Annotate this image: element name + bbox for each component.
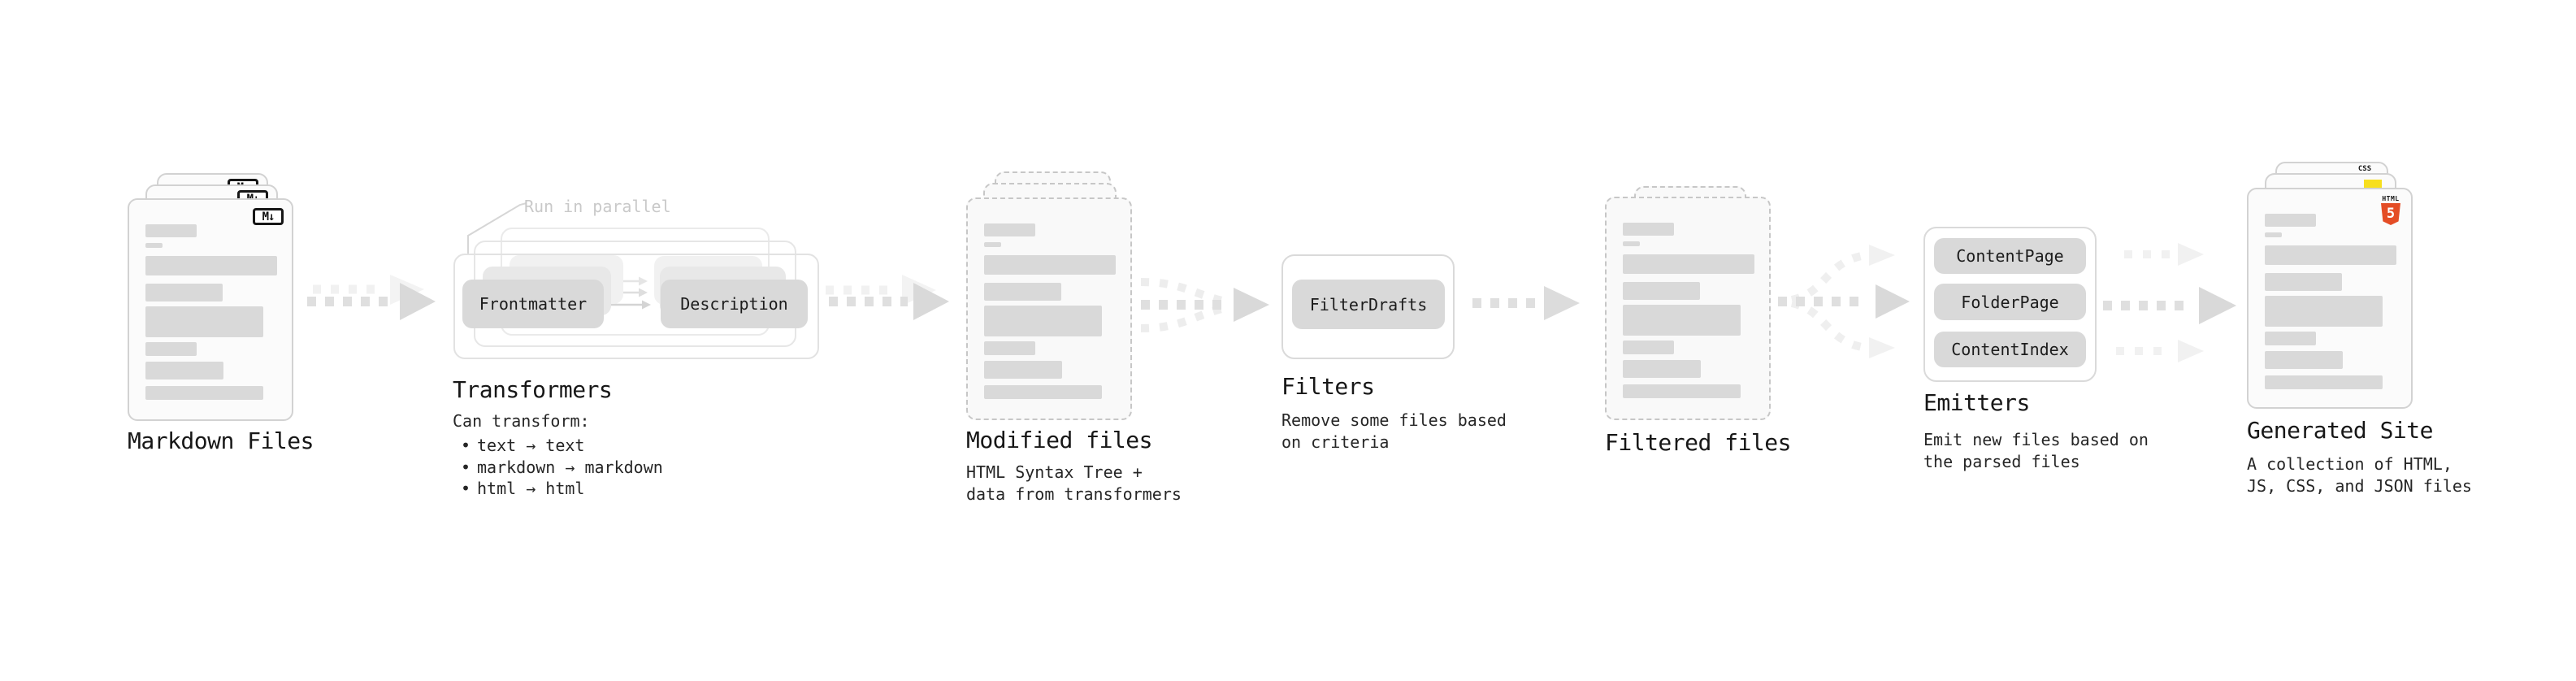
placeholder-text-bar [1623,223,1674,236]
html5-icon-shield: 5 [2381,203,2400,225]
placeholder-text-bar [145,224,197,237]
description-box: Description [661,280,808,328]
placeholder-text-bar [1623,360,1701,378]
frontmatter-box: Frontmatter [462,280,604,328]
placeholder-text-bar [2265,214,2316,227]
transformer-parallel-arrows [609,276,651,310]
transformers-label: Transformers [453,376,613,403]
placeholder-text-bar [145,342,197,356]
placeholder-text-bar [2265,296,2383,327]
placeholder-text-bar [1623,305,1741,336]
transformers-bullet: text → text [453,435,663,457]
transformer-layer-front [453,254,819,359]
placeholder-text-bar [1623,340,1674,354]
filters-caption-line2: on criteria [1281,432,1390,452]
generated-file-card-front: HTML 5 [2247,188,2413,409]
emitters-caption-line1: Emit new files based on [1923,430,2149,449]
placeholder-text-bar [2265,232,2282,237]
contentpage-box: ContentPage [1934,238,2086,274]
placeholder-text-bar [2265,332,2316,345]
generated-site-caption: A collection of HTML, JS, CSS, and JSON … [2247,453,2472,497]
placeholder-text-bar [2265,351,2343,369]
markdown-icon: M↓ [253,208,284,225]
placeholder-text-bar [145,284,223,301]
generated-site-label: Generated Site [2247,417,2434,444]
placeholder-text-bar [1623,384,1741,398]
placeholder-text-bar [145,243,163,248]
transformers-caption-title: Can transform: [453,411,590,431]
arrow-emitters-to-generated [2103,243,2236,362]
css-icon-label: CSS [2357,165,2372,173]
placeholder-text-bar [984,283,1061,301]
modified-caption-line2: data from transformers [966,484,1182,504]
emitters-caption: Emit new files based on the parsed files [1923,429,2149,473]
filters-label: Filters [1281,373,1375,400]
placeholder-text-bar [984,223,1035,236]
placeholder-text-bar [145,386,263,400]
placeholder-text-bar [984,242,1001,247]
placeholder-text-bar [2265,375,2383,389]
placeholder-text-bar [984,341,1035,355]
filtered-files-label: Filtered files [1605,429,1792,456]
modified-caption-line1: HTML Syntax Tree + [966,462,1143,482]
modified-files-caption: HTML Syntax Tree + data from transformer… [966,462,1182,505]
run-in-parallel-annotation: Run in parallel [524,197,671,216]
html5-icon-label: HTML [2382,195,2400,202]
arrow-filters-to-filtered [1472,286,1580,320]
placeholder-text-bar [984,361,1062,379]
modified-files-label: Modified files [966,427,1153,453]
run-in-parallel-callout-line [467,202,527,254]
placeholder-text-bar [984,255,1116,275]
transformers-bullet: html → html [453,478,663,500]
filterdrafts-box: FilterDrafts [1292,280,1445,329]
transformers-caption: Can transform: text → text markdown → ma… [453,410,663,500]
filters-caption: Remove some files based on criteria [1281,410,1507,453]
placeholder-text-bar [2265,245,2396,265]
placeholder-text-bar [145,362,223,380]
placeholder-text-bar [1623,282,1700,300]
filters-caption-line1: Remove some files based [1281,410,1507,430]
placeholder-text-bar [984,306,1102,336]
emitters-caption-line2: the parsed files [1923,452,2080,471]
emitters-label: Emitters [1923,389,2030,416]
markdown-files-label: Markdown Files [128,427,314,454]
generated-caption-line1: A collection of HTML, [2247,454,2452,474]
modified-file-card-front [966,197,1132,420]
js-file-icon [2364,180,2382,189]
markdown-file-card-front: M↓ [128,198,293,421]
transformers-bullet-list: text → text markdown → markdown html → h… [453,435,663,500]
arrow-markdown-to-transformers [307,275,436,320]
generated-caption-line2: JS, CSS, and JSON files [2247,476,2472,496]
arrow-filtered-to-emitters [1778,245,1910,358]
placeholder-text-bar [1623,254,1754,274]
html5-icon: HTML 5 [2380,195,2401,225]
transformers-bullet: markdown → markdown [453,457,663,479]
filtered-file-card-front [1605,197,1771,420]
contentindex-box: ContentIndex [1934,332,2086,367]
placeholder-text-bar [1623,241,1640,246]
placeholder-text-bar [145,256,277,275]
folderpage-box: FolderPage [1934,284,2086,320]
placeholder-text-bar [984,385,1102,399]
placeholder-text-bar [145,306,263,337]
arrow-modified-to-filters [1140,278,1269,332]
placeholder-text-bar [2265,273,2342,291]
arrow-transformers-to-modified [826,275,949,320]
